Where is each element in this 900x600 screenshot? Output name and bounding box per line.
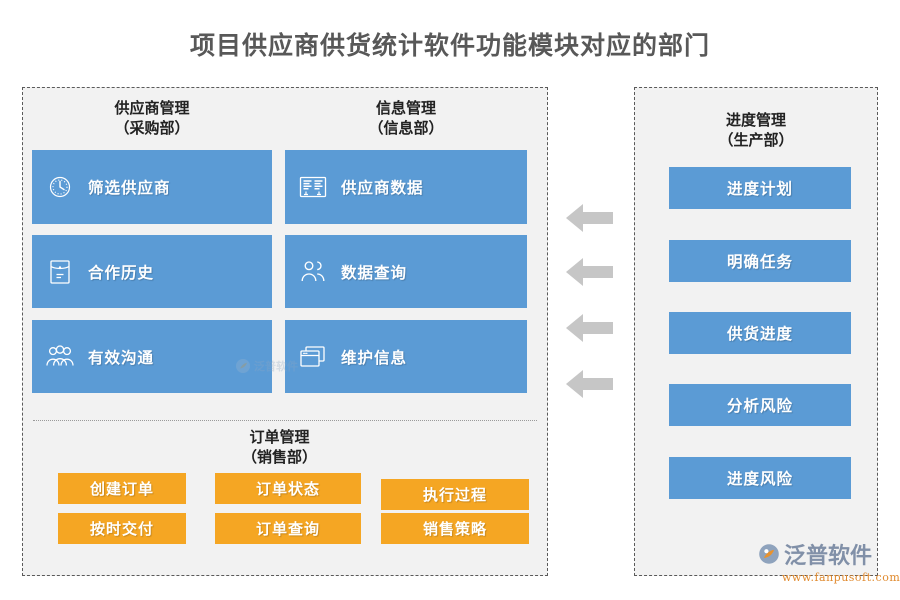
brand-url: www.fanpusoft.com: [782, 571, 900, 584]
group-heading-order-management: 订单管理 （销售部）: [241, 428, 317, 466]
tile-create-order[interactable]: 创建订单: [58, 473, 186, 504]
tile-label: 供应商数据: [341, 178, 424, 197]
tile-execution-process[interactable]: 执行过程: [381, 479, 529, 510]
tile-data-query[interactable]: 数据查询: [285, 235, 527, 308]
brand-logo: 泛普软件 www.fanpusoft.com: [758, 538, 900, 584]
tile-effective-communication[interactable]: 有效沟通: [32, 320, 272, 393]
data-sheet-icon: [285, 175, 341, 199]
group-heading-progress-management: 进度管理 （生产部）: [718, 111, 794, 149]
tile-label: 筛选供应商: [88, 178, 171, 197]
order-section-divider: [33, 420, 537, 421]
tile-label: 按时交付: [89, 520, 154, 538]
brand-mark-icon: [759, 544, 779, 564]
tile-define-task[interactable]: 明确任务: [669, 240, 851, 282]
tile-analyze-risk[interactable]: 分析风险: [669, 384, 851, 426]
tile-label: 数据查询: [341, 262, 408, 282]
tile-label: 维护信息: [341, 347, 408, 367]
tile-order-status[interactable]: 订单状态: [215, 473, 361, 504]
arrow-left-icon: [566, 367, 614, 401]
envelope-icon: [32, 258, 88, 286]
group-heading-supplier-management: 供应商管理 （采购部）: [114, 99, 190, 137]
page-title: 项目供应商供货统计软件功能模块对应的部门: [189, 31, 710, 60]
tile-label: 合作历史: [88, 262, 155, 282]
arrow-left-icon: [566, 311, 614, 345]
user-group-icon: [32, 344, 88, 369]
clock-icon: [32, 174, 88, 200]
tile-label: 创建订单: [89, 480, 154, 498]
tile-label: 订单查询: [255, 520, 320, 538]
tile-supplier-data[interactable]: 供应商数据: [285, 150, 527, 224]
tile-progress-plan[interactable]: 进度计划: [669, 167, 851, 209]
tile-label: 进度风险: [726, 469, 793, 488]
two-users-icon: [285, 260, 341, 284]
tile-maintain-information[interactable]: 维护信息: [285, 320, 527, 393]
arrow-left-icon: [566, 201, 614, 235]
tile-on-time-delivery[interactable]: 按时交付: [58, 513, 186, 544]
brand-name: 泛普软件: [784, 543, 873, 569]
tile-label: 进度计划: [726, 179, 793, 198]
tile-label: 执行过程: [422, 486, 487, 504]
tile-label: 订单状态: [255, 480, 320, 498]
arrow-left-icon: [566, 255, 614, 289]
tile-supply-progress[interactable]: 供货进度: [669, 312, 851, 354]
tile-progress-risk[interactable]: 进度风险: [669, 457, 851, 499]
tile-label: 明确任务: [726, 252, 793, 271]
group-heading-information-management: 信息管理 （信息部）: [368, 99, 444, 137]
tile-label: 分析风险: [726, 396, 793, 415]
tile-filter-supplier[interactable]: 筛选供应商: [32, 150, 272, 224]
tile-label: 供货进度: [726, 324, 793, 343]
tile-label: 销售策略: [422, 520, 487, 538]
tile-label: 有效沟通: [88, 347, 155, 367]
tile-cooperation-history[interactable]: 合作历史: [32, 235, 272, 308]
tile-order-query[interactable]: 订单查询: [215, 513, 361, 544]
windows-icon: [285, 344, 341, 370]
tile-sales-strategy[interactable]: 销售策略: [381, 513, 529, 544]
